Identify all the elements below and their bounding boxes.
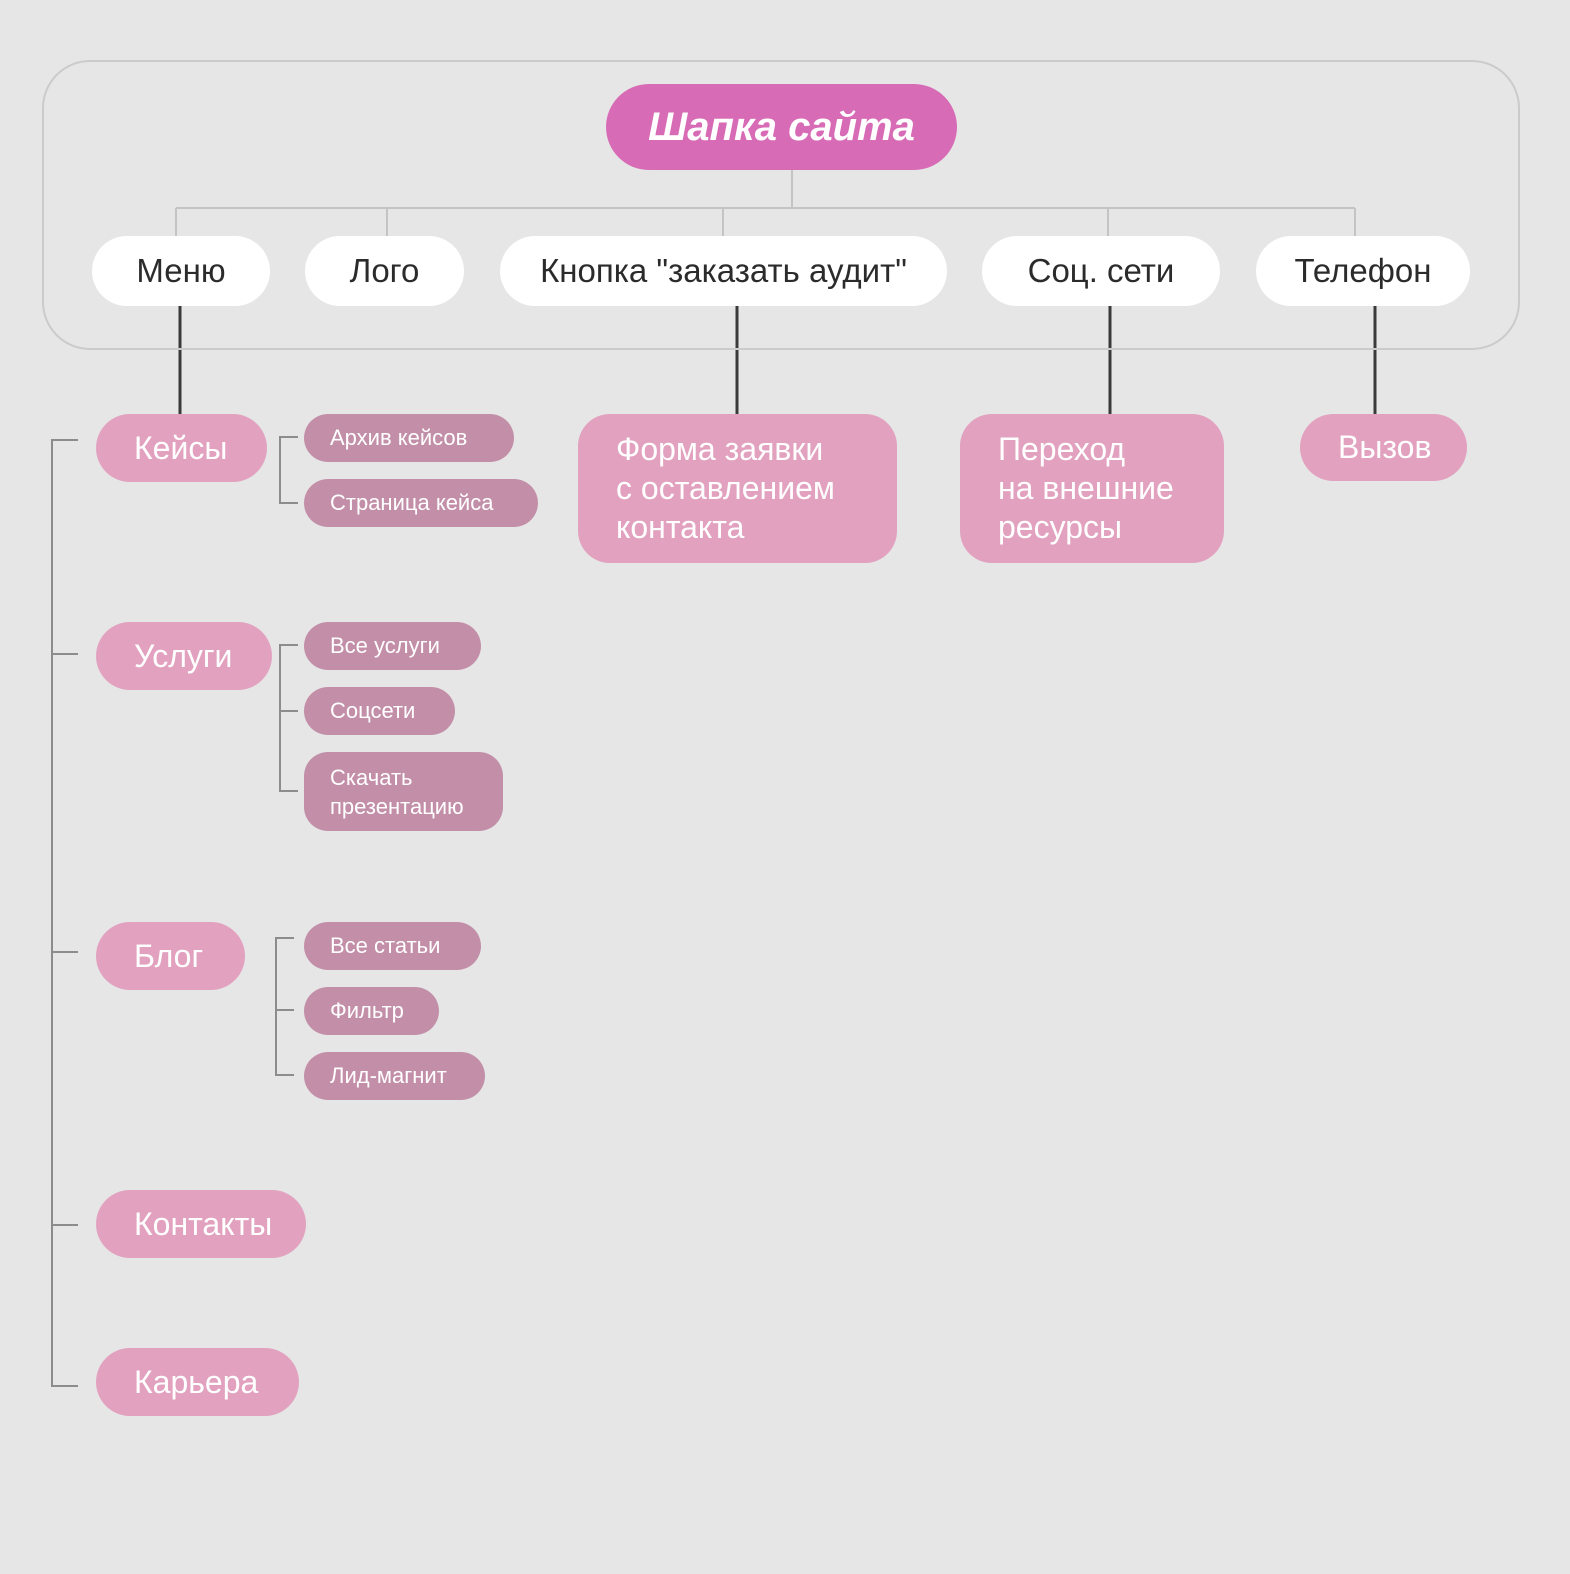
social-result-label: Переход на внешние ресурсы: [998, 431, 1174, 545]
header-item-menu: Меню: [92, 236, 270, 306]
phone-result-label: Вызов: [1338, 429, 1432, 465]
submenu-label: Все услуги: [330, 633, 440, 658]
submenu-node: Все статьи: [304, 922, 481, 970]
menu-tree-connector: [51, 439, 78, 1387]
menu-node-blog: Блог: [96, 922, 245, 990]
menu-node-label: Услуги: [134, 637, 233, 674]
menu-node-cases: Кейсы: [96, 414, 267, 482]
submenu-node: Фильтр: [304, 987, 439, 1035]
header-item-label: Лого: [349, 252, 420, 289]
submenu-node: Страница кейса: [304, 479, 538, 527]
submenu-node: Архив кейсов: [304, 414, 514, 462]
submenu-node: Скачать презентацию: [304, 752, 503, 831]
header-item-label: Телефон: [1294, 252, 1432, 289]
submenu-label: Скачать презентацию: [330, 764, 464, 819]
submenu-label: Лид-магнит: [330, 1063, 447, 1088]
submenu-bracket: [279, 644, 298, 792]
phone-result-node: Вызов: [1300, 414, 1467, 481]
header-item-social: Соц. сети: [982, 236, 1220, 306]
header-item-logo: Лого: [305, 236, 464, 306]
menu-node-label: Карьера: [134, 1363, 259, 1400]
header-item-phone: Телефон: [1256, 236, 1470, 306]
submenu-label: Архив кейсов: [330, 425, 468, 450]
audit-result-label: Форма заявки с оставлением контакта: [616, 431, 835, 545]
menu-node-label: Кейсы: [134, 429, 228, 466]
submenu-node: Соцсети: [304, 687, 455, 735]
submenu-bracket: [279, 436, 298, 504]
header-frame: [42, 60, 1520, 350]
submenu-label: Все статьи: [330, 933, 441, 958]
header-item-label: Меню: [136, 252, 226, 289]
header-item-label: Кнопка "заказать аудит": [540, 252, 907, 289]
header-title-node: Шапка сайта: [606, 84, 957, 170]
submenu-node: Лид-магнит: [304, 1052, 485, 1100]
social-result-node: Переход на внешние ресурсы: [960, 414, 1224, 563]
menu-node-contacts: Контакты: [96, 1190, 306, 1258]
submenu-node: Все услуги: [304, 622, 481, 670]
header-title: Шапка сайта: [648, 104, 915, 149]
submenu-label: Соцсети: [330, 698, 416, 723]
menu-node-services: Услуги: [96, 622, 272, 690]
submenu-label: Фильтр: [330, 998, 404, 1023]
menu-node-career: Карьера: [96, 1348, 299, 1416]
submenu-bracket: [275, 937, 294, 1076]
header-item-label: Соц. сети: [1027, 252, 1175, 289]
menu-node-label: Контакты: [134, 1205, 273, 1242]
menu-node-label: Блог: [134, 937, 204, 974]
audit-result-node: Форма заявки с оставлением контакта: [578, 414, 897, 563]
header-item-audit-button: Кнопка "заказать аудит": [500, 236, 947, 306]
submenu-label: Страница кейса: [330, 490, 494, 515]
